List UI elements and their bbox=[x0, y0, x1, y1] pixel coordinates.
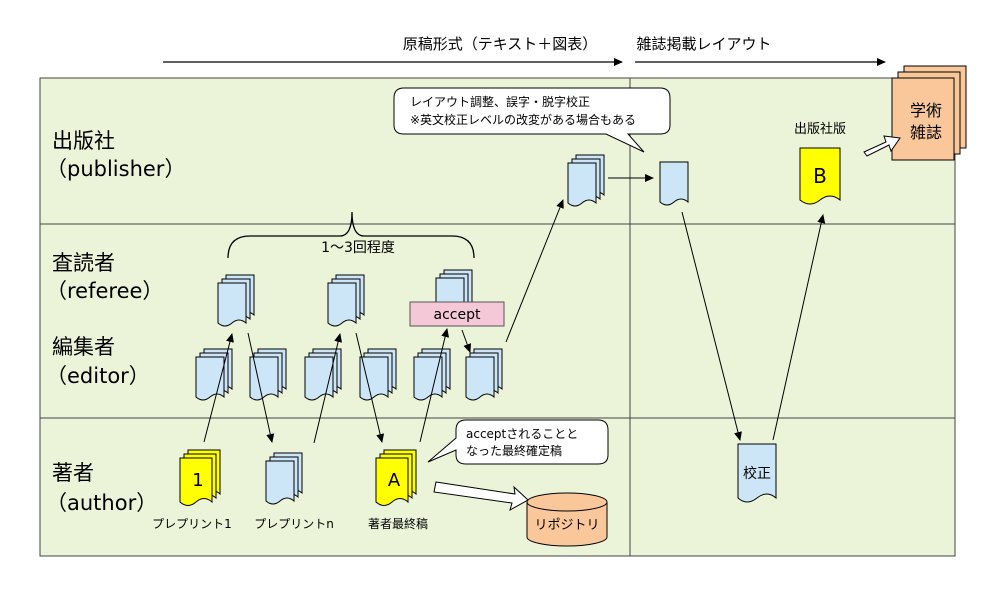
lane-author-ja: 著者 bbox=[52, 461, 94, 485]
proof-doc bbox=[737, 443, 777, 503]
proof-label: 校正 bbox=[743, 465, 771, 482]
lane-editor-ja: 編集者 bbox=[52, 335, 115, 359]
publisher-received-docs bbox=[567, 154, 605, 207]
publisher-version-letter: B bbox=[813, 164, 827, 188]
arrow-referee-to-preprintn bbox=[247, 332, 275, 443]
repository-cylinder-top bbox=[526, 492, 608, 512]
repository-label: リポジトリ bbox=[534, 518, 599, 533]
lane-referee-en: （referee） bbox=[46, 279, 163, 303]
manuscript-format-label: 原稿形式（テキスト＋図表） bbox=[403, 35, 598, 53]
journal-layout-label: 雑誌掲載レイアウト bbox=[636, 35, 771, 53]
referee-doc-2 bbox=[327, 274, 365, 327]
accepted-callout-line1: acceptされることと bbox=[466, 427, 578, 441]
editor-doc-3 bbox=[304, 348, 342, 401]
repository-cylinder-body bbox=[526, 502, 608, 547]
arrow-author-final-to-referee bbox=[419, 328, 450, 443]
arrow-preprint1-to-referee bbox=[203, 333, 234, 443]
arrow-accept-to-editor bbox=[461, 329, 472, 353]
journal-label-line2: 雑誌 bbox=[910, 123, 942, 142]
arrow-layout-to-proof bbox=[681, 211, 742, 441]
publisher-version-doc bbox=[799, 147, 841, 205]
lane-publisher-ja: 出版社 bbox=[52, 129, 115, 153]
preprint-n-doc bbox=[265, 452, 303, 505]
to-journal-arrow bbox=[863, 135, 901, 157]
accepted-callout-line2: なった最終確定稿 bbox=[466, 443, 562, 458]
arrow-preprintn-to-referee bbox=[313, 333, 343, 444]
layout-callout-line2: ※英文校正レベルの改変がある場合もある bbox=[410, 112, 636, 127]
lane-publisher-en: （publisher） bbox=[46, 157, 185, 181]
author-final-label: 著者最終稿 bbox=[368, 516, 428, 531]
lane-author-en: （author） bbox=[46, 491, 157, 515]
accept-box bbox=[409, 301, 505, 327]
to-repository-arrow bbox=[433, 481, 529, 512]
arrow-proof-to-publisher-version bbox=[772, 214, 826, 441]
lane-referee-ja: 査読者 bbox=[52, 251, 115, 275]
publisher-layout-doc bbox=[659, 161, 689, 206]
flow-arrows bbox=[203, 174, 826, 444]
preprint-1-number: 1 bbox=[192, 470, 203, 491]
preprint-n-label: プレプリントn bbox=[254, 517, 334, 531]
layout-callout bbox=[393, 87, 671, 153]
arrow-editor-to-publisher bbox=[505, 199, 564, 343]
accepted-callout bbox=[427, 419, 609, 465]
author-final-letter: A bbox=[388, 470, 401, 491]
referee-doc-1 bbox=[217, 274, 255, 327]
editor-doc-2 bbox=[249, 348, 287, 401]
publisher-version-label: 出版社版 bbox=[794, 121, 846, 137]
editor-doc-6 bbox=[465, 348, 503, 401]
arrow-referee-to-author-final bbox=[355, 332, 385, 443]
preprint-1-label: プレプリント1 bbox=[152, 517, 232, 531]
lane-editor-en: （editor） bbox=[46, 364, 150, 388]
accept-label: accept bbox=[434, 307, 481, 323]
journal-book-front bbox=[891, 77, 955, 161]
rounds-brace bbox=[227, 211, 475, 259]
journal-label-line1: 学術 bbox=[910, 101, 942, 120]
layout-callout-line1: レイアウト調整、誤字・脱字校正 bbox=[410, 94, 590, 109]
rounds-label: 1〜3回程度 bbox=[321, 240, 395, 256]
